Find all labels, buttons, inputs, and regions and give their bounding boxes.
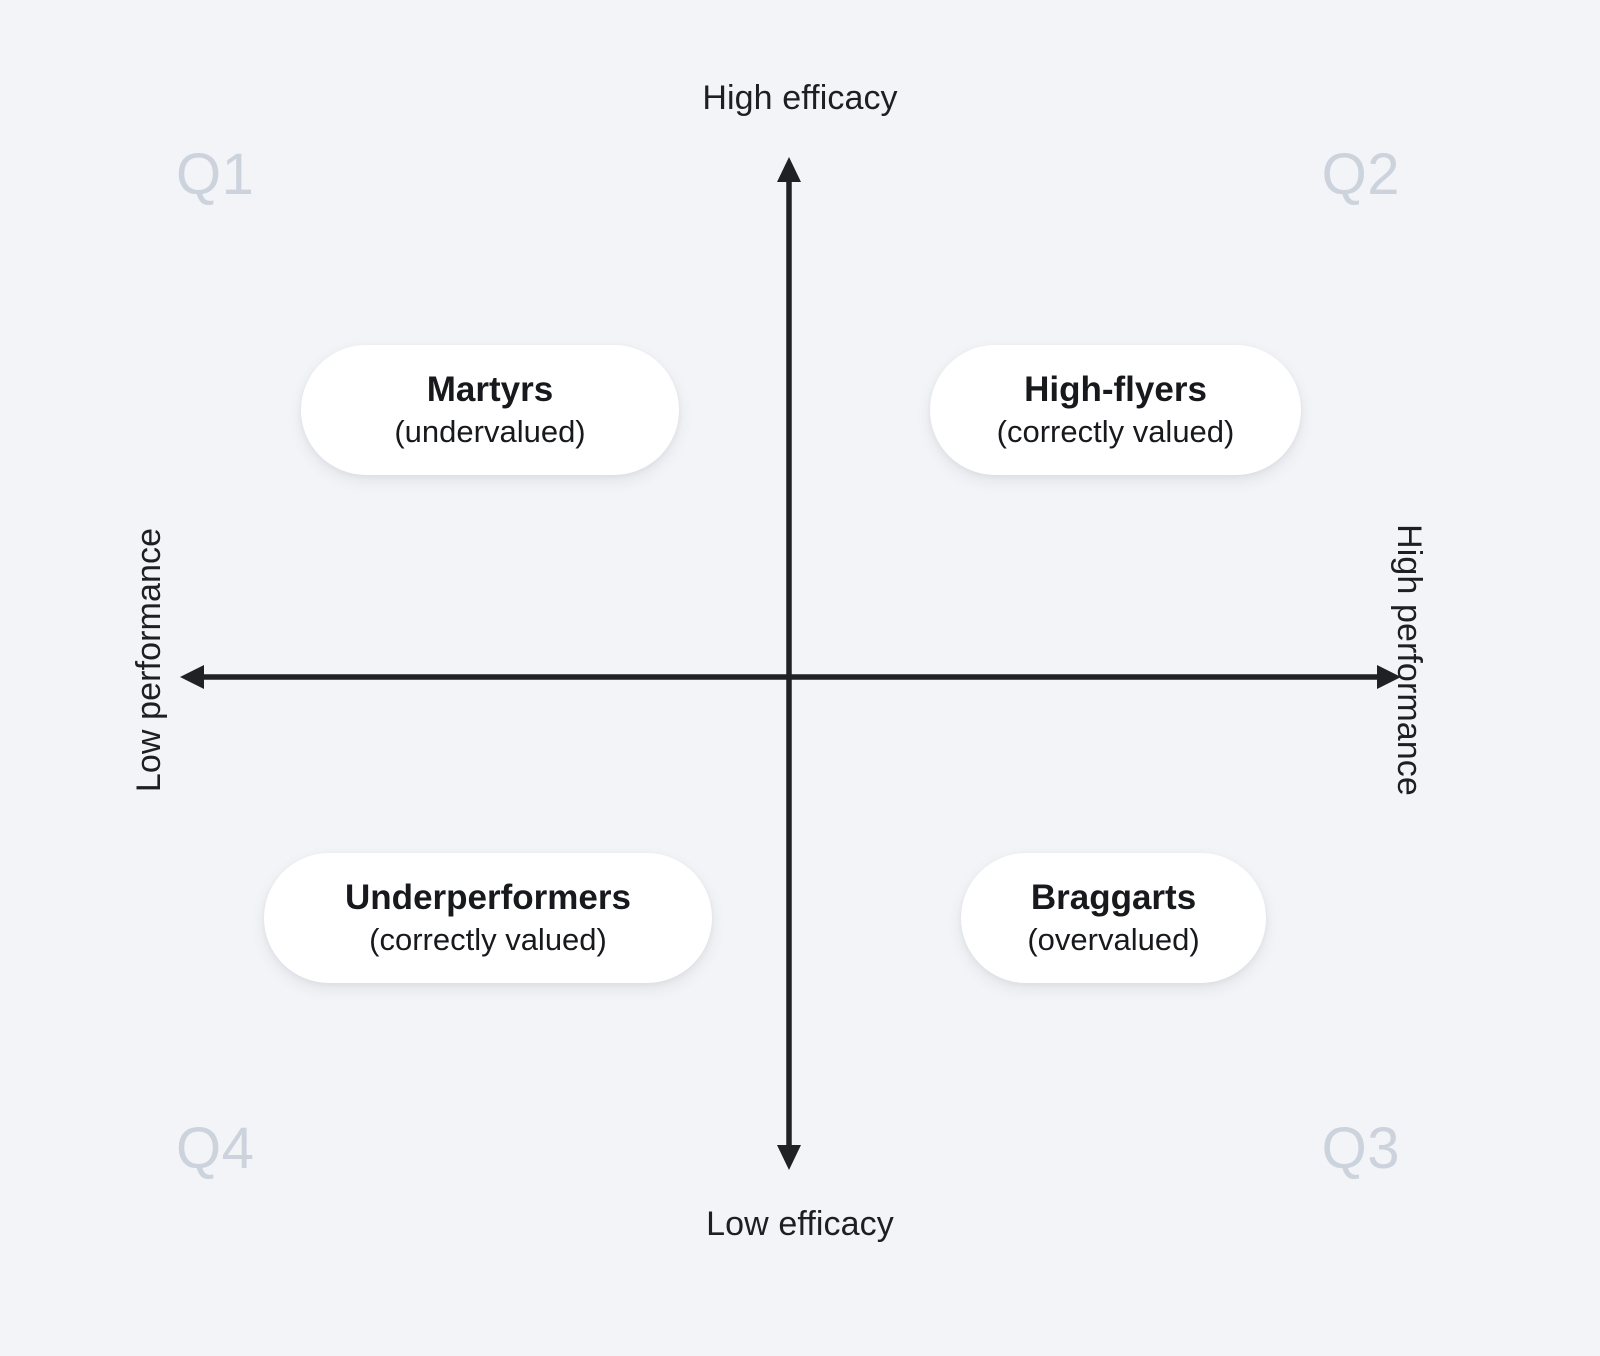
up-arrow-icon — [777, 157, 801, 182]
axis-label-low-performance: Low performance — [130, 527, 168, 793]
quadrant-pill-braggarts-subtitle: (overvalued) — [1027, 922, 1200, 958]
quadrant-tag-q1: Q1 — [176, 142, 255, 207]
quadrant-pill-underperformers-title: Underperformers — [345, 877, 631, 917]
quadrant-pill-underperformers: Underperformers (correctly valued) — [264, 853, 712, 983]
quadrant-tag-q2: Q2 — [1321, 142, 1400, 207]
quadrant-pill-martyrs-title: Martyrs — [426, 369, 554, 409]
quadrant-pill-high-flyers-title: High-flyers — [1024, 369, 1207, 409]
quadrant-pill-braggarts-title: Braggarts — [1030, 877, 1197, 917]
quadrant-pill-martyrs-subtitle: (undervalued) — [394, 414, 586, 450]
axis-label-high-performance: High performance — [1390, 524, 1428, 796]
axis-label-low-efficacy: Low efficacy — [706, 1205, 894, 1243]
axis-label-high-efficacy: High efficacy — [702, 79, 898, 117]
quadrant-tag-q3: Q3 — [1321, 1116, 1400, 1181]
quadrant-pill-underperformers-subtitle: (correctly valued) — [369, 922, 607, 958]
quadrant-pill-high-flyers: High-flyers (correctly valued) — [930, 345, 1301, 475]
quadrant-pill-braggarts: Braggarts (overvalued) — [961, 853, 1266, 983]
quadrant-pill-high-flyers-subtitle: (correctly valued) — [996, 414, 1235, 450]
down-arrow-icon — [777, 1145, 801, 1170]
quadrant-pill-martyrs: Martyrs (undervalued) — [301, 345, 679, 475]
left-arrow-icon — [180, 665, 204, 689]
quadrant-tag-q4: Q4 — [176, 1116, 255, 1181]
